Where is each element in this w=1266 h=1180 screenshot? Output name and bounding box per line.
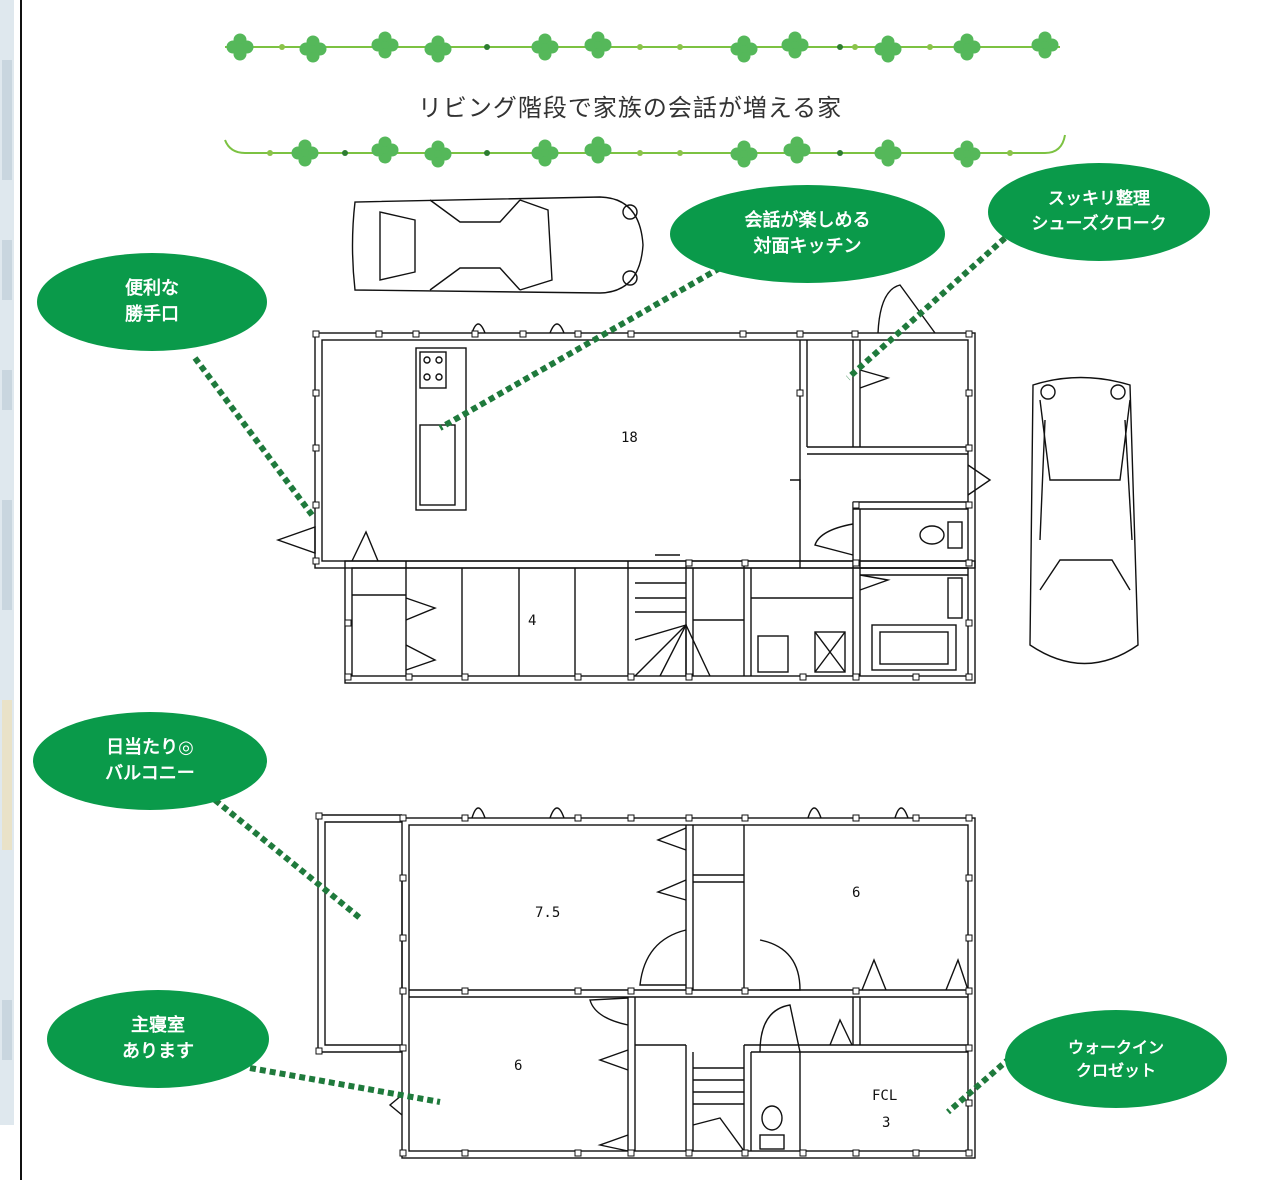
callout-master-line1: 主寝室: [131, 1014, 185, 1036]
upper-floor: [317, 807, 976, 1159]
room-master-size: 6: [514, 1058, 523, 1074]
room-west-size: 7.5: [535, 905, 561, 921]
room-ldk-size: 18: [621, 430, 638, 446]
callout-back-door-line1: 便利な: [125, 277, 179, 299]
frame-border: [20, 0, 22, 1180]
room-east-size: 6: [852, 885, 861, 901]
car-top: [351, 196, 644, 294]
callout-walkin-closet: ウォークイン クロゼット: [1005, 1010, 1227, 1108]
callout-shoe-closet: スッキリ整理 シューズクローク: [988, 163, 1210, 261]
room-washitsu-size: 4: [528, 613, 537, 629]
callout-back-door: 便利な 勝手口: [37, 253, 267, 351]
ground-posts: [312, 330, 973, 681]
callout-back-door-line2: 勝手口: [125, 304, 179, 325]
callout-walkin-line1: ウォークイン: [1067, 1037, 1164, 1057]
callout-balcony: 日当たり◎ バルコニー: [33, 712, 267, 810]
clover-garland-top: [225, 31, 1060, 63]
clover-garland-bottom: [224, 134, 1066, 168]
callout-shoe-line2: シューズクローク: [1031, 214, 1167, 234]
callout-kitchen-line1: 会話が楽しめる: [744, 209, 871, 231]
callout-master-line2: あります: [122, 1041, 194, 1062]
left-page-strip: [0, 0, 14, 1125]
callout-shoe-line1: スッキリ整理: [1048, 189, 1150, 210]
callout-balcony-line2: バルコニー: [105, 763, 195, 784]
callout-walkin-line2: クロゼット: [1075, 1061, 1156, 1080]
callout-balcony-line1: 日当たり◎: [106, 736, 194, 758]
callout-kitchen: 会話が楽しめる 対面キッチン: [670, 185, 945, 283]
page-title: リビング階段で家族の会話が増える家: [417, 94, 843, 122]
callout-leaders: [192, 235, 1012, 1115]
room-fcl-size: 3: [882, 1115, 891, 1131]
upper-posts: [315, 812, 973, 1157]
car-right: [1029, 376, 1139, 665]
callout-master-bedroom: 主寝室 あります: [47, 990, 269, 1088]
room-fcl-label: FCL: [872, 1088, 898, 1104]
callout-kitchen-line2: 対面キッチン: [753, 236, 862, 257]
